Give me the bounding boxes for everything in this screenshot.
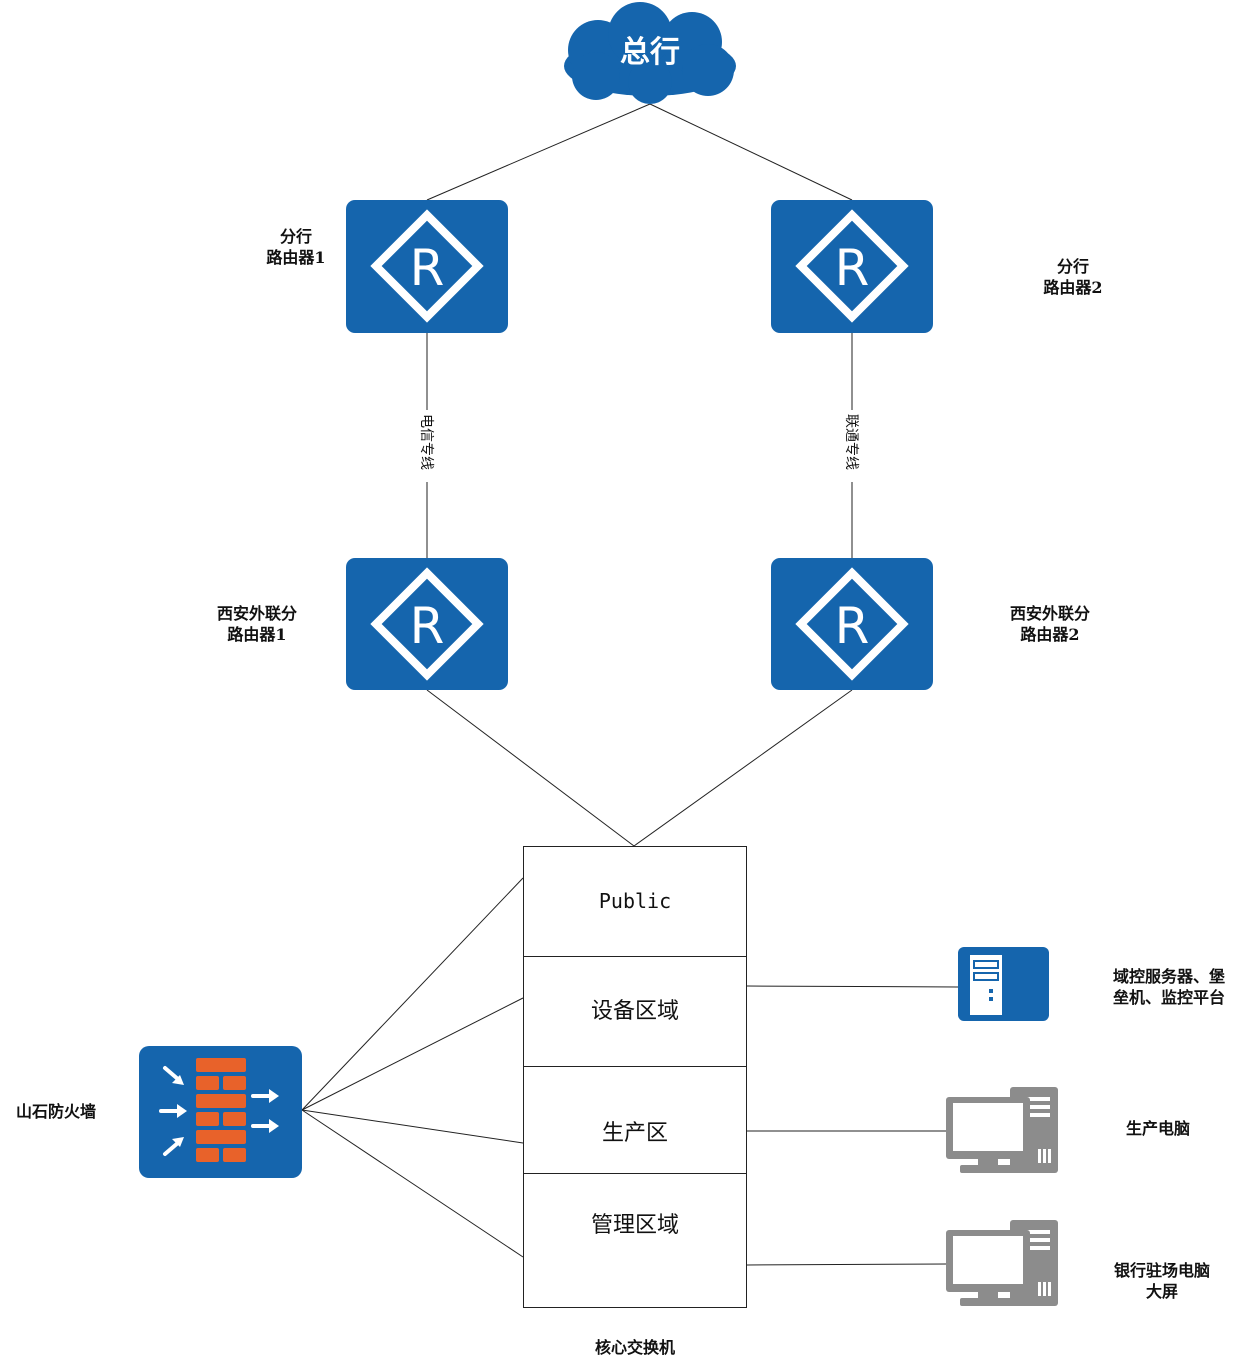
branch-router-2-label-line2: 路由器2 bbox=[1043, 278, 1102, 297]
xian-router-2-label-line1: 西安外联分 bbox=[1010, 604, 1090, 623]
device-zone-to-server-link bbox=[746, 985, 959, 988]
branch-router-1: R bbox=[346, 200, 508, 333]
router-glyph: R bbox=[835, 597, 870, 655]
core-zone-management bbox=[523, 1173, 747, 1308]
firewall-label: 山石防火墙 bbox=[16, 1102, 96, 1121]
core-switch-label: 核心交换机 bbox=[595, 1338, 675, 1357]
firewall-to-device-zone-link bbox=[301, 997, 524, 1111]
router-diamond-shape bbox=[370, 567, 484, 681]
firewall bbox=[139, 1046, 302, 1178]
hq-to-branch-router-1-link bbox=[426, 103, 651, 201]
router-glyph: R bbox=[835, 239, 870, 297]
telecom-line-label: 电信专线 bbox=[418, 414, 434, 470]
xian-router-1-to-core-link bbox=[426, 689, 635, 847]
firewall-to-public-link bbox=[301, 877, 524, 1111]
core-zone-public bbox=[523, 846, 747, 957]
telecom-line-label-group: 电信专线 bbox=[418, 410, 436, 482]
xian-router-1-label-line1: 西安外联分 bbox=[217, 604, 297, 623]
xian-router-2-label-line2: 路由器2 bbox=[1020, 625, 1079, 644]
zone-label-device: 设备区域 bbox=[591, 999, 679, 1024]
core-zone-production bbox=[523, 1066, 747, 1174]
hq-label: 总行 bbox=[620, 35, 680, 70]
bank-pc-label-line1: 银行驻场电脑 bbox=[1114, 1261, 1210, 1280]
router-icon bbox=[771, 558, 933, 690]
bank-pc-label-line2: 大屏 bbox=[1146, 1282, 1178, 1301]
xian-router-1: R bbox=[346, 558, 508, 690]
router-diamond-shape bbox=[795, 209, 909, 323]
connection-lines bbox=[301, 103, 959, 1266]
router-diamond-shape bbox=[370, 209, 484, 323]
management-zone-to-pc-link bbox=[746, 1263, 949, 1266]
branch-router-2-label-line1: 分行 bbox=[1057, 257, 1089, 276]
branch-router-2: R bbox=[771, 200, 933, 333]
zone-label-production: 生产区 bbox=[602, 1121, 668, 1146]
core-switch: Public 设备区域 生产区 管理区域 bbox=[523, 846, 747, 1308]
router-glyph: R bbox=[410, 239, 445, 297]
production-pc bbox=[946, 1087, 1058, 1173]
xian-router-2-to-core-link bbox=[633, 689, 853, 847]
router-glyph: R bbox=[410, 597, 445, 655]
firewall-to-production-zone-link bbox=[301, 1109, 524, 1144]
server-device bbox=[958, 947, 1049, 1021]
server-label-line1: 域控服务器、堡 bbox=[1113, 967, 1225, 986]
xian-router-2: R bbox=[771, 558, 933, 690]
branch-router-1-label-line2: 路由器1 bbox=[266, 248, 325, 267]
cloud-icon bbox=[564, 2, 736, 104]
desktop-computer-icon bbox=[946, 1087, 1058, 1173]
core-zone-device bbox=[523, 956, 747, 1067]
firewall-brick-wall bbox=[196, 1058, 246, 1162]
router-icon bbox=[771, 200, 933, 333]
branch-router-1-label-line1: 分行 bbox=[280, 227, 312, 246]
router-icon bbox=[346, 200, 508, 333]
desktop-computer-icon bbox=[946, 1220, 1058, 1306]
bank-onsite-pc bbox=[946, 1220, 1058, 1306]
unicom-line-label: 联通专线 bbox=[843, 414, 859, 470]
unicom-line-label-group: 联通专线 bbox=[843, 410, 861, 482]
zone-label-management: 管理区域 bbox=[591, 1213, 679, 1238]
zone-label-public: Public bbox=[599, 889, 671, 913]
router-icon bbox=[346, 558, 508, 690]
firewall-arrows bbox=[159, 1066, 279, 1156]
hq-cloud: 总行 bbox=[564, 2, 736, 104]
xian-router-1-label-line2: 路由器1 bbox=[227, 625, 286, 644]
router-diamond-shape bbox=[795, 567, 909, 681]
production-pc-label: 生产电脑 bbox=[1126, 1119, 1190, 1138]
server-label-line2: 垒机、监控平台 bbox=[1113, 988, 1225, 1007]
firewall-to-management-zone-link bbox=[301, 1109, 524, 1258]
hq-to-branch-router-2-link bbox=[649, 103, 853, 201]
